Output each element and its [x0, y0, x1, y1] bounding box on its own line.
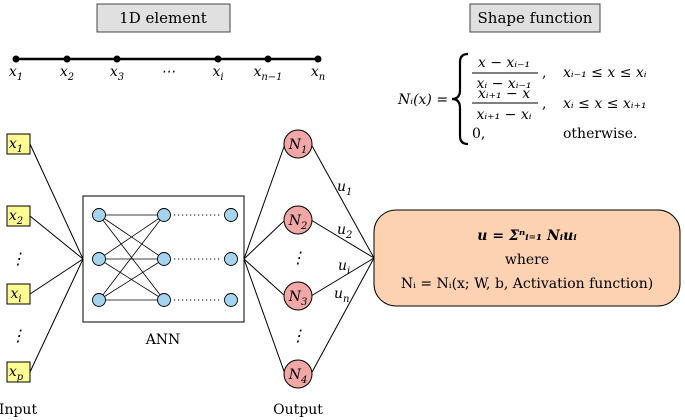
mesh-node: [314, 55, 322, 63]
case1-cond: xᵢ₋₁ ≤ x ≤ xᵢ: [563, 65, 647, 81]
mesh-1d: x1 x2 x3 ⋯ xi xn−1 xn: [9, 55, 325, 83]
ann-neuron: [157, 208, 171, 222]
output-node: [283, 281, 313, 311]
input-edge: [29, 143, 84, 260]
header-1d-element: 1D element: [96, 3, 231, 33]
result-edge: [310, 143, 375, 259]
case2-den: xᵢ₊₁ − xᵢ: [476, 107, 531, 123]
case1-den: xᵢ − xᵢ₋₁: [476, 76, 531, 92]
input-connections: [29, 143, 84, 373]
svg-text:1D element: 1D element: [119, 9, 207, 27]
shape-lhs: Nᵢ(x) =: [397, 92, 448, 108]
case3-val: 0,: [472, 126, 485, 142]
mesh-label: xn: [311, 64, 325, 83]
output-edge: [243, 258, 286, 375]
output-node: [283, 129, 313, 159]
ann-neuron: [92, 252, 106, 266]
weight-labels: u1 u2 ui un: [334, 179, 352, 305]
svg-text:Shape function: Shape function: [478, 9, 593, 27]
mesh-node: [214, 55, 222, 63]
ann-block: ANN: [82, 195, 245, 348]
ann-neuron: [157, 293, 171, 307]
result-where: where: [505, 252, 549, 268]
input-edge: [29, 215, 84, 260]
mesh-label: x2: [60, 64, 74, 83]
input-node-label: xi: [10, 286, 21, 305]
result-edge: [310, 257, 375, 375]
input-node: [6, 205, 31, 227]
input-edge: [29, 258, 84, 295]
ann-neuron: [92, 208, 106, 222]
output-node: [283, 359, 313, 389]
ann-edge: [98, 214, 165, 301]
input-node: [6, 361, 31, 383]
mesh-node: [63, 55, 71, 63]
input-ellipsis: ⋮: [10, 249, 26, 268]
input-ellipsis: ⋮: [10, 326, 26, 345]
case1-comma: ,: [542, 65, 546, 81]
input-label: Input: [0, 402, 37, 418]
case2-num: xᵢ₊₁ − x: [478, 86, 530, 102]
output-edge: [243, 143, 286, 260]
input-node: [6, 283, 31, 305]
result-eq: u = Σⁿᵢ₌₁ Nᵢuᵢ: [477, 228, 576, 244]
ann-neuron: [224, 252, 238, 266]
mesh-label: xi: [212, 64, 223, 83]
case2-comma: ,: [542, 96, 546, 112]
result-ni: Nᵢ = Nᵢ(x; W, b, Activation function): [401, 276, 653, 292]
case3-cond: otherwise.: [563, 126, 637, 142]
shape-function-formula: Nᵢ(x) = x − xᵢ₋₁ xᵢ − xᵢ₋₁ , xᵢ₋₁ ≤ x ≤ …: [397, 52, 647, 146]
result-edge: [310, 257, 375, 297]
ann-neuron: [157, 252, 171, 266]
result-box: u = Σⁿᵢ₌₁ Nᵢuᵢ where Nᵢ = Nᵢ(x; W, b, Ac…: [373, 209, 681, 307]
ann-neuron: [92, 293, 106, 307]
output-edge: [243, 219, 286, 260]
case1-num: x − xᵢ₋₁: [478, 55, 530, 71]
ann-neuron: [224, 293, 238, 307]
mesh-node: [12, 55, 20, 63]
output-ellipsis: ⋮: [290, 248, 306, 267]
ann-edge: [98, 214, 165, 260]
case2-cond: xᵢ ≤ x ≤ xᵢ₊₁: [563, 96, 647, 112]
mesh-node: [113, 55, 121, 63]
ann-label: ANN: [145, 332, 181, 348]
output-node: [283, 205, 313, 235]
output-label: Output: [273, 402, 323, 418]
left-brace: [451, 52, 469, 146]
output-edge: [243, 258, 286, 297]
input-node: [6, 133, 31, 155]
result-connections: [310, 143, 375, 375]
ann-neuron: [224, 208, 238, 222]
output-ellipsis: ⋮: [290, 326, 306, 345]
output-connections: [243, 143, 286, 375]
mesh-label: x1: [9, 64, 23, 83]
mesh-label: ⋯: [161, 64, 175, 80]
header-shape-function: Shape function: [469, 3, 601, 33]
mesh-label: x3: [110, 64, 124, 83]
result-edge: [310, 219, 375, 259]
mesh-node: [264, 55, 272, 63]
weight-ui: ui: [338, 258, 350, 277]
input-edge: [29, 258, 84, 373]
weight-u2: u2: [337, 222, 352, 241]
mesh-label: xn−1: [253, 64, 282, 83]
ann-edge: [98, 258, 165, 301]
weight-un: un: [334, 286, 349, 305]
